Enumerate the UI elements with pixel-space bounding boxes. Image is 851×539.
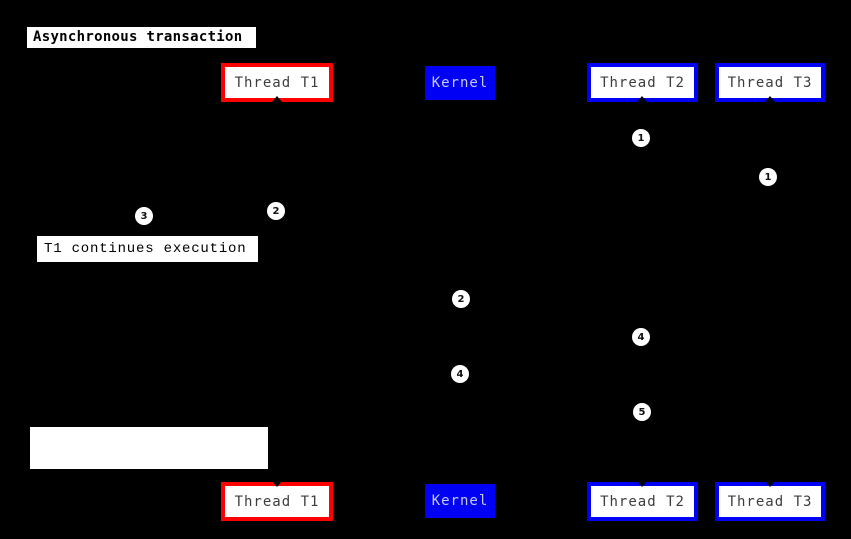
participant-kernel-top: Kernel <box>425 66 495 100</box>
step-marker-number: 2 <box>272 205 280 217</box>
participant-label: Thread T3 <box>727 74 813 91</box>
participant-label: Thread T1 <box>234 74 320 91</box>
step-marker-3: 3 <box>135 207 153 225</box>
arrowhead-notch-icon <box>765 96 775 102</box>
step-marker-number: 4 <box>637 331 645 343</box>
participant-thread-t1-bottom: Thread T1 <box>221 482 333 521</box>
participant-label: Thread T2 <box>600 493 685 510</box>
participant-kernel-bottom: Kernel <box>425 484 495 518</box>
step-marker-number: 2 <box>457 293 465 305</box>
step-marker-number: 3 <box>140 210 148 222</box>
note-blank <box>30 427 268 469</box>
arrowhead-notch-icon <box>272 481 282 487</box>
step-marker-4: 4 <box>632 328 650 346</box>
step-marker-number: 1 <box>764 171 772 183</box>
arrowhead-notch-icon <box>765 481 775 487</box>
participant-label: Thread T2 <box>600 74 685 91</box>
participant-label: Kernel <box>431 75 489 91</box>
step-marker-number: 5 <box>638 406 646 418</box>
step-marker-2: 2 <box>452 290 470 308</box>
participant-thread-t3-top: Thread T3 <box>715 63 825 102</box>
step-marker-number: 4 <box>456 368 464 380</box>
step-marker-number: 1 <box>637 132 645 144</box>
diagram-title: Asynchronous transaction <box>27 27 256 48</box>
arrowhead-notch-icon <box>272 96 282 102</box>
step-marker-1: 1 <box>759 168 777 186</box>
participant-thread-t3-bottom: Thread T3 <box>715 482 825 521</box>
step-marker-5: 5 <box>633 403 651 421</box>
step-marker-1: 1 <box>632 129 650 147</box>
participant-label: Kernel <box>431 493 489 509</box>
participant-thread-t2-top: Thread T2 <box>587 63 698 102</box>
step-marker-2: 2 <box>267 202 285 220</box>
arrowhead-notch-icon <box>637 96 647 102</box>
participant-thread-t2-bottom: Thread T2 <box>587 482 698 521</box>
arrowhead-notch-icon <box>637 481 647 487</box>
participant-label: Thread T3 <box>727 493 813 510</box>
note-text: T1 continues execution <box>44 241 247 257</box>
step-marker-4: 4 <box>451 365 469 383</box>
participant-label: Thread T1 <box>234 493 320 510</box>
note-t1-continues-execution: T1 continues execution <box>37 236 258 262</box>
